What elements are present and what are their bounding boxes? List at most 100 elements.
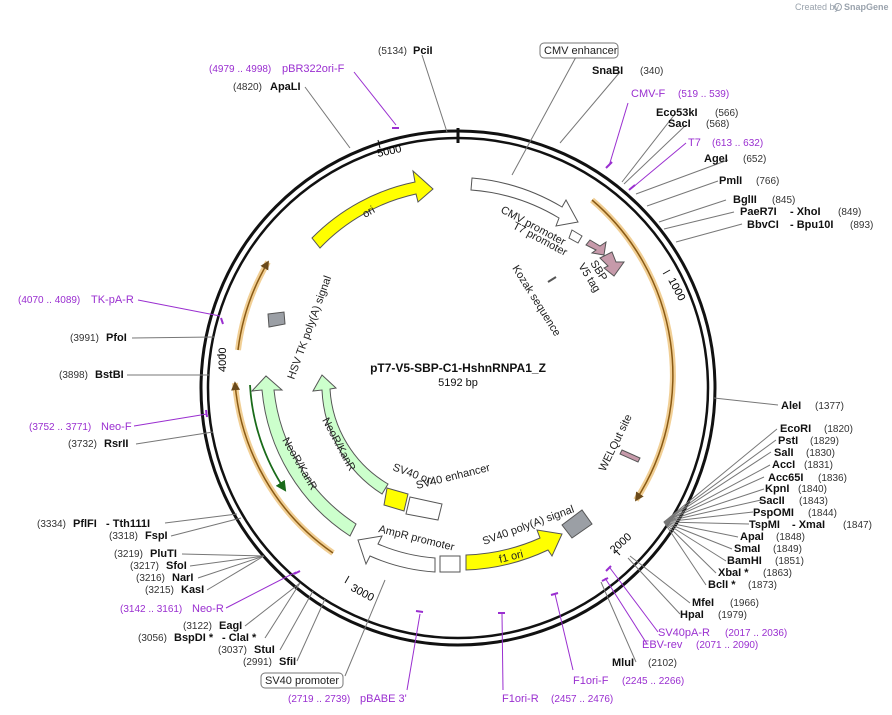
scale-tick-4000: 4000 — [217, 348, 229, 372]
svg-text:(3142 .. 3161): (3142 .. 3161) — [120, 604, 182, 615]
svg-text:BclI *: BclI * — [708, 579, 736, 591]
scale-tick-2000: 2000 — [608, 531, 634, 556]
svg-text:SacI: SacI — [668, 118, 691, 130]
enzyme-ecori: EcoRI(1820) — [780, 423, 853, 435]
svg-text:BstBI: BstBI — [95, 369, 124, 381]
svg-text:EBV-rev: EBV-rev — [642, 639, 683, 651]
primer-lines — [133, 71, 687, 691]
svg-text:StuI: StuI — [254, 644, 275, 656]
primer-pbabe-3: (2719 .. 2739)pBABE 3' — [288, 693, 407, 705]
feature-neor-kanr-inner: NeoR/KanR — [312, 374, 389, 495]
svg-text:Kozak sequence: Kozak sequence — [509, 263, 562, 338]
enzyme-rsrii: (3732) RsrII — [68, 438, 128, 450]
svg-text:- XmaI: - XmaI — [792, 519, 825, 531]
svg-text:F1ori-R: F1ori-R — [502, 693, 539, 705]
enzyme-stui: (3037)StuI — [218, 644, 275, 656]
svg-text:(1848): (1848) — [776, 532, 805, 543]
snapgene-logo-icon — [834, 3, 842, 11]
enzyme-labels: (5134)PciI SnaBI(340) (4820)ApaLI Eco53k… — [37, 45, 873, 669]
enzyme-bbvci: BbvCI- Bpu10I(893) — [747, 219, 873, 231]
svg-text:PspOMI: PspOMI — [753, 507, 794, 519]
svg-text:(3219): (3219) — [114, 549, 143, 560]
enzyme-snabi: SnaBI(340) — [592, 65, 663, 77]
enzyme-sali: SalI(1830) — [774, 447, 835, 459]
svg-text:SmaI: SmaI — [734, 543, 760, 555]
primer-tk-pa-r: (4070 .. 4089)TK-pA-R — [18, 294, 134, 306]
enzyme-nari: (3216)NarI — [136, 572, 193, 584]
svg-text:(568): (568) — [706, 119, 729, 130]
svg-text:(1849): (1849) — [773, 544, 802, 555]
svg-text:(3898): (3898) — [59, 370, 88, 381]
svg-text:(766): (766) — [756, 176, 779, 187]
feature-hsv-tk-polya-signal: HSV TK poly(A) signal — [267, 274, 335, 381]
enzyme-sfii: (2991)SfiI — [243, 656, 296, 668]
svg-text:PaeR7I: PaeR7I — [740, 206, 777, 218]
svg-text:- XhoI: - XhoI — [790, 206, 821, 218]
svg-text:(893): (893) — [850, 220, 873, 231]
svg-text:(3732): (3732) — [68, 439, 97, 450]
primer-t7: T7(613 .. 632) — [688, 137, 763, 149]
svg-text:(3752 .. 3771): (3752 .. 3771) — [29, 422, 91, 433]
svg-text:(1847): (1847) — [843, 520, 872, 531]
feature-welqut-site: WELQut site — [597, 413, 641, 474]
svg-text:(613 .. 632): (613 .. 632) — [712, 138, 763, 149]
svg-text:(1863): (1863) — [763, 568, 792, 579]
svg-text:CMV enhancer: CMV enhancer — [544, 45, 618, 57]
svg-text:(3318): (3318) — [109, 531, 138, 542]
svg-text:TspMI: TspMI — [749, 519, 780, 531]
svg-text:(3217): (3217) — [130, 561, 159, 572]
enzyme-agei: AgeI(652) — [704, 153, 766, 165]
primer-f1ori-f: F1ori-F(2245 .. 2266) — [573, 675, 684, 687]
svg-text:(1829): (1829) — [810, 436, 839, 447]
feature-promoter-small — [439, 555, 461, 573]
svg-text:MfeI: MfeI — [692, 597, 714, 609]
plasmid-name: pT7-V5-SBP-C1-HshnRNPA1_Z — [370, 361, 546, 375]
svg-text:PflFI: PflFI — [73, 518, 97, 530]
orf-arcs — [231, 197, 676, 556]
svg-text:SfiI: SfiI — [279, 656, 296, 668]
enzyme-bcli: BclI *(1873) — [708, 579, 777, 591]
enzyme-bglii: BglII(845) — [733, 194, 795, 206]
svg-text:TK-pA-R: TK-pA-R — [91, 294, 134, 306]
svg-text:WELQut site: WELQut site — [597, 413, 635, 474]
enzyme-xbai: XbaI * (1863) — [718, 567, 792, 579]
svg-text:SV40pA-R: SV40pA-R — [658, 627, 710, 639]
svg-text:RsrII: RsrII — [104, 438, 128, 450]
enzyme-pspomi: PspOMI (1844) — [753, 507, 837, 519]
svg-text:f1 ori: f1 ori — [498, 548, 525, 566]
svg-text:XbaI *: XbaI * — [718, 567, 749, 579]
enzyme-apali: (4820)ApaLI — [233, 81, 301, 93]
svg-text:BamHI: BamHI — [727, 555, 762, 567]
svg-text:(1966): (1966) — [730, 598, 759, 609]
primer-labels: (4979 .. 4998)pBR322ori-F CMV-F(519 .. 5… — [18, 63, 787, 705]
svg-text:(2457 .. 2476): (2457 .. 2476) — [551, 694, 613, 705]
enzyme-pfoi: (3991)PfoI — [70, 332, 127, 344]
enzyme-kpni: KpnI(1840) — [765, 483, 827, 495]
primer-cmv-f: CMV-F(519 .. 539) — [631, 88, 729, 100]
svg-text:(1830): (1830) — [806, 448, 835, 459]
enzyme-smai: SmaI (1849) — [734, 543, 802, 555]
svg-text:SnapGene: SnapGene — [844, 2, 889, 12]
svg-text:BbvCI: BbvCI — [747, 219, 779, 231]
svg-text:(3215): (3215) — [145, 585, 174, 596]
svg-text:(849): (849) — [838, 207, 861, 218]
enzyme-kasi: (3215)KasI — [145, 584, 204, 596]
svg-text:SacII: SacII — [759, 495, 785, 507]
svg-text:(1979): (1979) — [718, 610, 747, 621]
svg-text:(1844): (1844) — [808, 508, 837, 519]
svg-text:(3991): (3991) — [70, 333, 99, 344]
svg-text:(340): (340) — [640, 66, 663, 77]
enzyme-hpai: HpaI(1979) — [680, 609, 747, 621]
primer-f1ori-r: F1ori-R (2457 .. 2476) — [502, 693, 613, 705]
svg-text:(2017 .. 2036): (2017 .. 2036) — [725, 628, 787, 639]
enzyme-sfoi: (3217)SfoI — [130, 560, 187, 572]
svg-text:Acc65I: Acc65I — [768, 472, 803, 484]
svg-text:pBABE 3': pBABE 3' — [360, 693, 407, 705]
svg-text:Created by: Created by — [795, 2, 840, 12]
enzyme-bstbi: (3898) BstBI — [59, 369, 124, 381]
svg-text:MluI: MluI — [612, 657, 634, 669]
svg-text:HSV TK poly(A) signal: HSV TK poly(A) signal — [286, 274, 335, 381]
enzyme-psti: PstI(1829) — [778, 435, 839, 447]
svg-text:ApaI: ApaI — [740, 531, 764, 543]
